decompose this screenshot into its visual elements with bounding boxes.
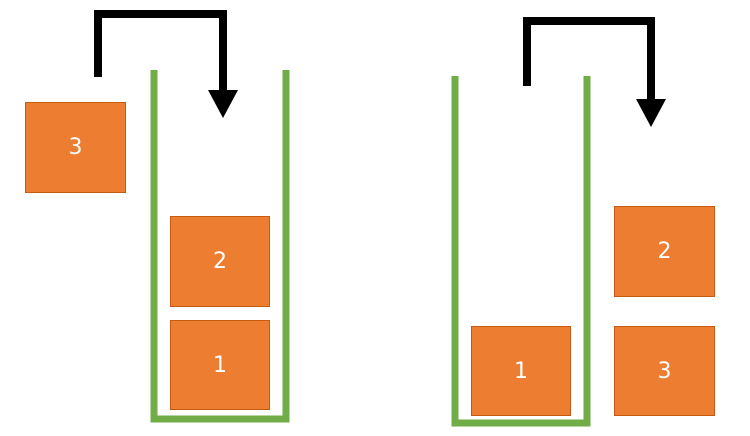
box-3-popped: 3: [614, 326, 715, 416]
box-3-outside: 3: [25, 102, 126, 193]
box-2-stacked: 2: [170, 216, 270, 307]
box-1-remaining: 1: [471, 326, 571, 416]
left-push-arrow: [94, 10, 227, 92]
right-container: [451, 76, 591, 427]
left-arrow-head-icon: [208, 90, 238, 118]
left-container: [150, 70, 290, 423]
right-arrow-head-icon: [636, 99, 666, 127]
right-pop-arrow: [523, 17, 655, 101]
box-2-popped: 2: [614, 206, 715, 297]
box-1-stacked: 1: [170, 320, 270, 410]
